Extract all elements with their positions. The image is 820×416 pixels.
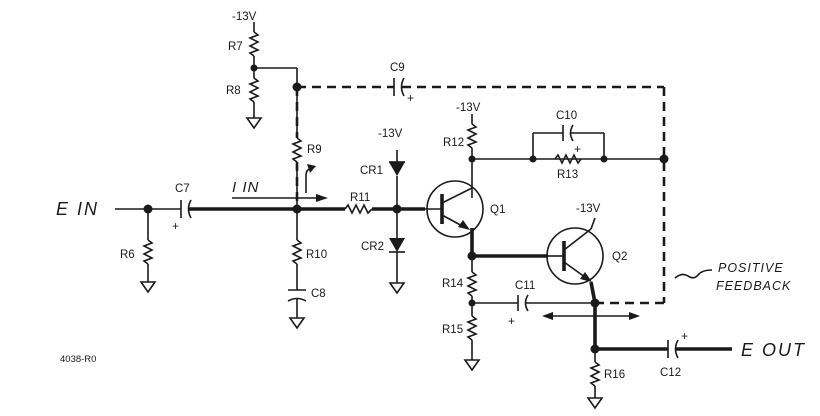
label-r7: R7 xyxy=(228,41,243,53)
label-r13: R13 xyxy=(557,169,578,181)
supply-label-r7: -13V xyxy=(232,11,257,23)
label-c7: C7 xyxy=(175,183,190,195)
resistor-r7 xyxy=(248,31,260,57)
capacitor-c9 xyxy=(393,77,405,97)
polarity-c12: + xyxy=(681,329,688,343)
capacitors xyxy=(180,77,679,359)
polarity-c11: + xyxy=(508,314,515,328)
resistor-r8 xyxy=(248,77,260,103)
label-r6: R6 xyxy=(120,249,135,261)
label-cr1: CR1 xyxy=(360,165,383,177)
feedback-path xyxy=(295,85,666,305)
polarity-c10: + xyxy=(574,142,581,156)
label-c12: C12 xyxy=(660,367,681,379)
capacitor-c12 xyxy=(667,339,679,359)
label-q1: Q1 xyxy=(490,204,505,216)
input-label: E IN xyxy=(56,199,99,219)
diodes xyxy=(389,161,405,253)
transistor-q2 xyxy=(546,227,604,285)
polarity-c7: + xyxy=(172,219,179,233)
label-r15: R15 xyxy=(442,324,463,336)
grounds xyxy=(139,117,604,410)
ground-icon xyxy=(388,282,406,295)
supply-label-q2: -13V xyxy=(576,203,601,215)
label-r14: R14 xyxy=(442,278,464,290)
ground-icon xyxy=(139,281,157,294)
label-q2: Q2 xyxy=(612,251,627,263)
ground-icon xyxy=(463,359,481,372)
resistors xyxy=(142,31,601,387)
label-c8: C8 xyxy=(311,288,326,300)
resistor-r14 xyxy=(466,271,478,297)
wires xyxy=(115,22,732,398)
label-r10: R10 xyxy=(306,249,327,261)
resistor-r16 xyxy=(589,361,601,387)
resistor-r15 xyxy=(466,315,478,341)
transistor-q1 xyxy=(425,180,484,238)
resistor-r11 xyxy=(344,203,373,215)
label-r9: R9 xyxy=(307,144,322,156)
capacitor-c7 xyxy=(180,199,192,219)
supply-label-r12: -13V xyxy=(456,102,481,114)
label-r12: R12 xyxy=(443,137,464,149)
resistor-r13 xyxy=(554,153,582,165)
label-r8: R8 xyxy=(226,85,241,97)
resistor-r6 xyxy=(142,239,154,265)
resistor-r12 xyxy=(466,123,478,149)
label-r11: R11 xyxy=(350,192,370,204)
label-cr2: CR2 xyxy=(361,241,384,253)
resistor-r9 xyxy=(291,137,303,163)
polarity-c9: + xyxy=(407,91,414,105)
ground-icon xyxy=(245,117,263,130)
capacitor-c11 xyxy=(517,294,529,312)
label-c11: C11 xyxy=(515,280,535,292)
arrows xyxy=(232,164,713,320)
junctions xyxy=(143,64,669,354)
capacitor-c10 xyxy=(562,124,574,142)
ground-icon xyxy=(288,317,306,330)
supply-label-cr1: -13V xyxy=(378,128,403,140)
output-label: E OUT xyxy=(741,340,806,360)
diode-cr1 xyxy=(389,161,405,176)
labels: -13V -13V -13V -13V R7 R8 R9 R10 R11 R12… xyxy=(56,11,806,381)
current-label: I IN xyxy=(232,179,259,196)
figure-id: 4038-R0 xyxy=(60,354,96,365)
feedback-label-line1: POSITIVE xyxy=(718,261,784,275)
diode-cr2 xyxy=(389,238,405,253)
ground-icon xyxy=(586,397,604,410)
feedback-label-line2: FEEDBACK xyxy=(716,279,791,293)
capacitor-c8 xyxy=(287,289,307,302)
resistor-r10 xyxy=(291,239,303,265)
label-c9: C9 xyxy=(390,62,405,74)
label-r16: R16 xyxy=(604,369,625,381)
label-c10: C10 xyxy=(556,110,577,122)
